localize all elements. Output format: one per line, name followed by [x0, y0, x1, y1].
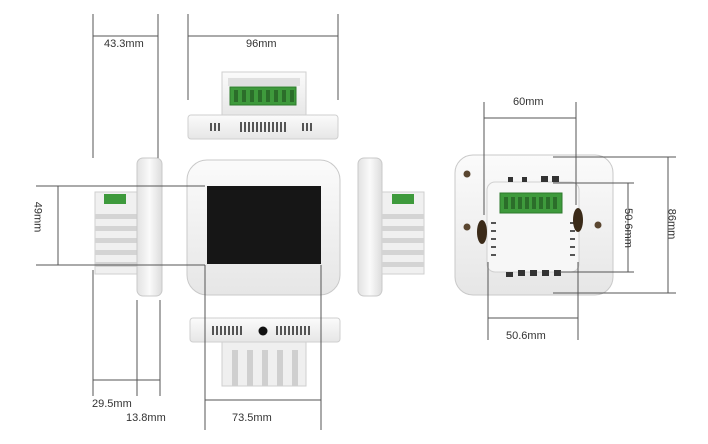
back-view-screw-top-left	[463, 170, 471, 178]
right-side-front-plate	[357, 157, 383, 297]
dim-height-side-label: 49mm	[31, 201, 44, 233]
right-side-terminal	[392, 194, 414, 204]
front-view-screen	[207, 186, 321, 264]
bottom-view-button-hole	[258, 326, 268, 336]
left-side-view	[94, 157, 163, 297]
dim-back-width-label: 60mm	[513, 96, 544, 108]
dim-side-depth-label: 29.5mm	[92, 398, 132, 410]
right-side-body	[381, 191, 425, 275]
dim-depth-top-label: 43.3mm	[104, 38, 144, 50]
front-view	[186, 159, 341, 296]
top-view-terminal-block	[229, 86, 297, 106]
bottom-view-fins	[232, 350, 298, 386]
back-view-screw-left	[463, 223, 471, 231]
left-side-body	[94, 191, 138, 275]
back-view-side-vents	[491, 222, 575, 256]
top-view-front-plate	[187, 114, 339, 140]
bottom-view-vent-slots	[212, 326, 310, 335]
right-side-view	[357, 157, 425, 297]
back-view-terminal-block	[499, 192, 563, 214]
top-view-vent-slots	[210, 122, 312, 132]
back-view	[454, 154, 614, 296]
top-view	[187, 71, 339, 140]
top-view-rib	[228, 78, 300, 86]
right-side-fins	[382, 214, 424, 267]
dim-back-inner-height-label: 50.6mm	[621, 208, 634, 248]
back-view-terminal-screws	[504, 197, 557, 209]
top-view-terminal-screws	[234, 90, 294, 102]
dim-back-height-label: 86mm	[665, 208, 678, 240]
back-view-mount-slot-right	[573, 208, 583, 232]
dim-screen-width-label: 73.5mm	[232, 412, 272, 424]
left-side-front-plate	[136, 157, 163, 297]
dim-back-inner-width-label: 50.6mm	[506, 330, 546, 342]
dimension-lines	[36, 14, 676, 430]
dim-side-plate-label: 13.8mm	[126, 412, 166, 424]
back-view-mount-slot-left	[477, 220, 487, 244]
dim-width-top-label: 96mm	[246, 38, 277, 50]
back-view-clips	[506, 176, 561, 277]
back-view-screw-right	[594, 221, 602, 229]
left-side-terminal	[104, 194, 126, 204]
bottom-view	[189, 317, 341, 387]
